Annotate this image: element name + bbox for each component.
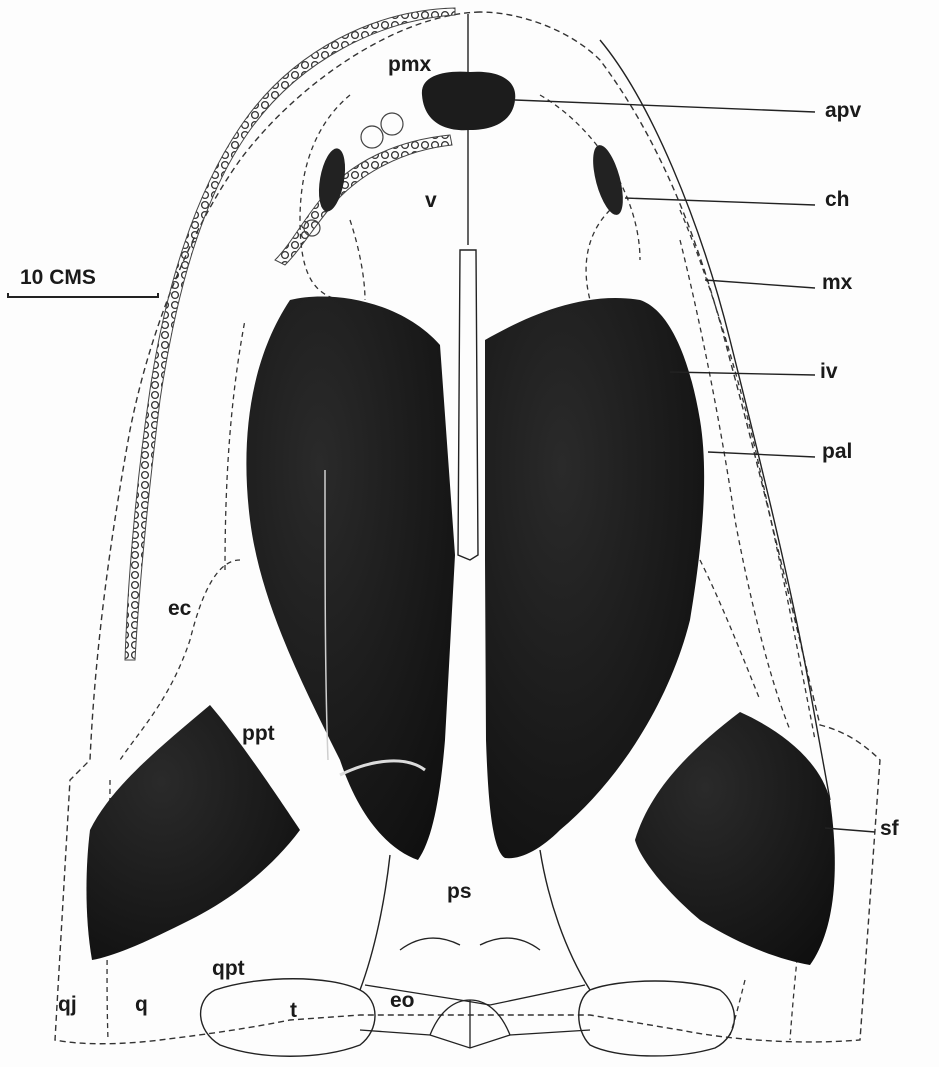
sf-right <box>635 712 835 965</box>
label-t: t <box>290 1000 297 1021</box>
scale-bar-line <box>8 293 158 297</box>
label-ch: ch <box>825 189 850 210</box>
leader-iv <box>670 372 815 375</box>
label-ps: ps <box>447 881 472 902</box>
label-sf: sf <box>880 818 899 839</box>
leader-mx <box>705 280 815 288</box>
iv-left <box>246 296 455 860</box>
label-apv: apv <box>825 100 861 121</box>
label-qpt: qpt <box>212 958 245 979</box>
label-iv: iv <box>820 361 838 382</box>
label-q: q <box>135 994 148 1015</box>
label-qj: qj <box>58 994 77 1015</box>
vomer-slit <box>458 250 478 560</box>
label-v: v <box>425 190 437 211</box>
label-pmx: pmx <box>388 54 431 75</box>
tabular-left <box>201 979 375 1057</box>
leader-ch <box>625 198 815 205</box>
apv-shape <box>422 72 515 131</box>
scale-bar-label: 10 CMS <box>20 266 96 290</box>
label-pal: pal <box>822 441 852 462</box>
label-ec: ec <box>168 598 191 619</box>
iv-right <box>485 298 704 858</box>
label-mx: mx <box>822 272 852 293</box>
label-ppt: ppt <box>242 723 275 744</box>
choana-right <box>587 142 629 218</box>
tabular-right <box>579 981 735 1056</box>
label-eo: eo <box>390 990 415 1011</box>
leader-apv <box>515 100 815 112</box>
